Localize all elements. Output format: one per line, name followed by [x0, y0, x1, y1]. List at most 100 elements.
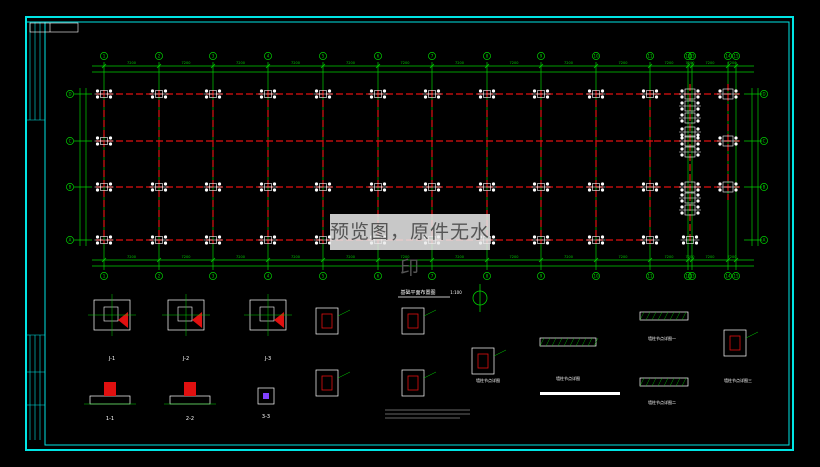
pile-mark — [314, 188, 319, 192]
hatch — [639, 377, 645, 387]
pile-mark — [654, 241, 659, 245]
footing — [203, 182, 223, 192]
hatch — [593, 337, 599, 347]
dim-tick — [484, 257, 490, 263]
detail-label: 1-1 — [106, 416, 114, 422]
dim-tick — [429, 257, 435, 263]
pile-mark — [217, 188, 222, 192]
footing — [313, 182, 333, 192]
pile-mark — [696, 188, 700, 192]
dimension-label: 7200 — [401, 255, 410, 259]
axis-bubble-3 — [209, 272, 217, 280]
pile-mark — [108, 95, 113, 99]
footing — [679, 112, 701, 124]
leader — [337, 371, 351, 379]
column-detail-4 — [401, 369, 437, 397]
axis-bubble-C — [66, 137, 74, 145]
hatch — [681, 311, 687, 321]
dimension-label: 7200 — [564, 255, 573, 259]
pile-mark — [680, 95, 684, 99]
pile-mark — [423, 182, 428, 186]
pile-mark — [680, 205, 684, 209]
footing — [258, 182, 278, 192]
pile-mark — [327, 89, 332, 93]
pile-mark — [600, 188, 605, 192]
pile-mark — [681, 241, 686, 245]
detail-label: J-3 — [264, 356, 271, 362]
dim-tick — [689, 63, 695, 69]
column-section — [401, 369, 425, 397]
footing — [531, 89, 551, 99]
section-1-1 — [84, 382, 136, 405]
dimension-label: 7200 — [236, 255, 245, 259]
dimension-label: 7200 — [236, 61, 245, 65]
pile-mark — [532, 188, 537, 192]
pile-mark — [532, 235, 537, 239]
pile-mark — [95, 235, 100, 239]
dimension-label: 7200 — [455, 255, 464, 259]
pile-mark — [654, 89, 659, 93]
pile-mark — [491, 241, 496, 245]
pile-mark — [150, 241, 155, 245]
footing — [203, 89, 223, 99]
foundation-beam-grid — [96, 84, 740, 244]
column-section — [723, 329, 747, 357]
pile-mark — [163, 95, 168, 99]
dimension-label: 7200 — [510, 61, 519, 65]
hatch — [675, 377, 681, 387]
footing — [717, 181, 739, 193]
pedestal — [104, 382, 116, 396]
pile-mark — [680, 142, 684, 146]
pile-mark — [150, 182, 155, 186]
pile-mark — [272, 241, 277, 245]
pile-mark — [696, 136, 700, 140]
dim-tick — [429, 63, 435, 69]
pile-mark — [696, 107, 700, 111]
footing — [679, 126, 701, 138]
dimension-label: 7200 — [619, 255, 628, 259]
dimension-label: 7200 — [127, 255, 136, 259]
axis-bubble-11 — [646, 52, 654, 60]
dim-tick — [725, 257, 731, 263]
pile-mark — [382, 89, 387, 93]
axis-bubble-label: 5 — [322, 274, 325, 279]
pile-mark — [532, 241, 537, 245]
detail-J-2 — [162, 294, 210, 336]
detail-label: 墙柱节点详图二 — [648, 399, 676, 405]
pile-mark — [491, 95, 496, 99]
dim-tick — [593, 63, 599, 69]
axis-bubble-12 — [684, 52, 692, 60]
pile-mark — [734, 142, 738, 146]
pile-mark — [718, 95, 722, 99]
pile-mark — [680, 119, 684, 123]
pedestal — [184, 382, 196, 396]
pile-mark — [423, 89, 428, 93]
pile-mark — [163, 235, 168, 239]
column-section — [315, 369, 339, 397]
axis-bubble-14 — [724, 52, 732, 60]
pile-mark — [423, 188, 428, 192]
pile-mark — [654, 182, 659, 186]
dim-tick — [375, 63, 381, 69]
pile-mark — [680, 199, 684, 203]
axis-bubble-9 — [537, 272, 545, 280]
pile-mark — [696, 199, 700, 203]
pile-mark — [696, 182, 700, 186]
leader — [423, 309, 437, 317]
dim-tick — [647, 257, 653, 263]
rebar-cage — [729, 335, 741, 351]
footing — [94, 182, 114, 192]
pile-mark — [327, 182, 332, 186]
axis-bubble-label: 1 — [103, 54, 106, 59]
pile-marker — [263, 393, 269, 399]
axis-bubble-15 — [732, 272, 740, 280]
hatch — [651, 311, 657, 321]
pile-mark — [150, 95, 155, 99]
axis-bubble-label: A — [763, 238, 766, 243]
dimension-label: 7200 — [706, 255, 715, 259]
dimension-label: 7200 — [182, 255, 191, 259]
pile-mark — [217, 89, 222, 93]
section-hatch — [118, 312, 128, 328]
dim-tick — [484, 63, 490, 69]
axis-bubble-label: 4 — [267, 274, 270, 279]
